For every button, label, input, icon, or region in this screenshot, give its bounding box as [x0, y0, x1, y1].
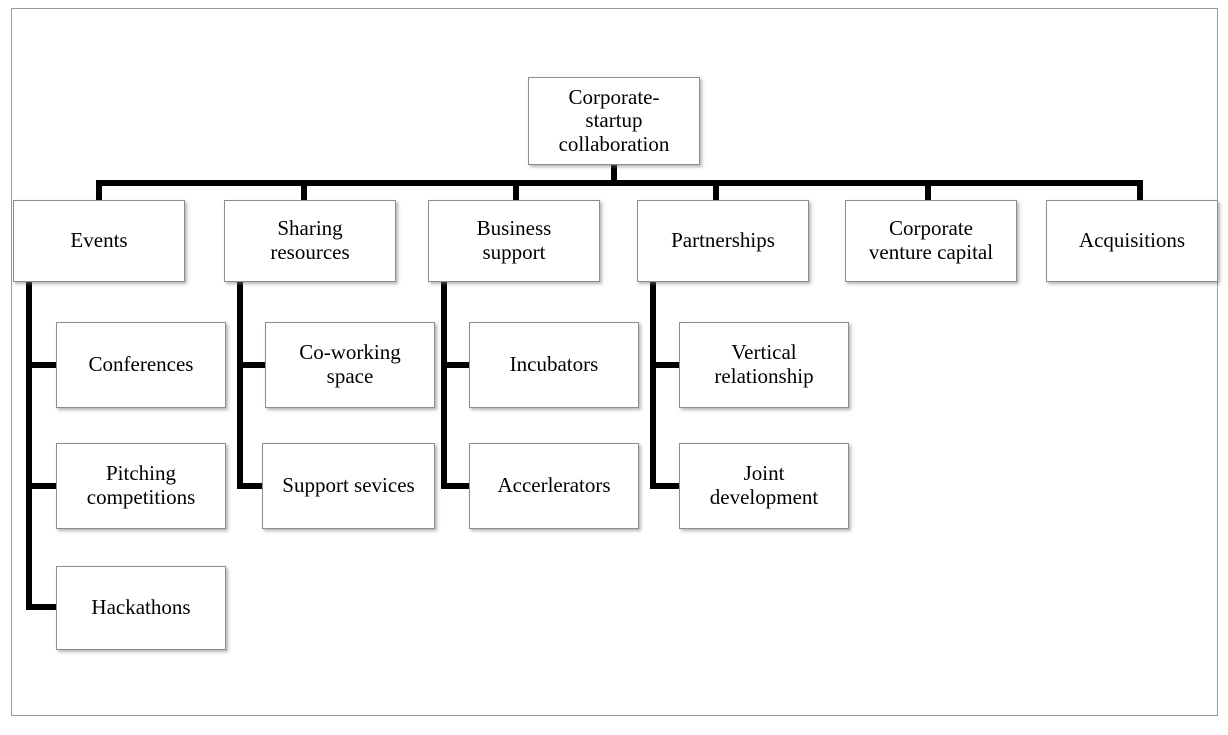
node-label: Vertical relationship — [714, 340, 814, 388]
node-conferences[interactable]: Conferences — [56, 322, 226, 408]
connector-drop-corporate-venture-capital — [925, 180, 931, 201]
node-business-support[interactable]: Business support — [428, 200, 600, 282]
node-label: Accerlerators — [497, 473, 611, 498]
node-label: Acquisitions — [1078, 228, 1186, 253]
node-label: Corporate- startup collaboration — [558, 84, 670, 156]
node-corporate-startup-collaboration[interactable]: Corporate- startup collaboration — [528, 77, 700, 165]
node-label: Pitching competitions — [86, 461, 196, 509]
node-hackathons[interactable]: Hackathons — [56, 566, 226, 650]
node-label: Joint development — [709, 461, 819, 509]
node-incubators[interactable]: Incubators — [469, 322, 639, 408]
node-label: Sharing resources — [270, 216, 350, 264]
connector-stub-pitching-competitions — [26, 483, 59, 489]
connector-drop-events — [96, 180, 102, 201]
connector-stub-incubators — [441, 362, 473, 368]
connector-spine-partnerships — [650, 282, 656, 489]
connector-stub-hackathons — [26, 604, 59, 610]
node-events[interactable]: Events — [13, 200, 185, 282]
connector-spine-business-support — [441, 282, 447, 489]
node-co-working-space[interactable]: Co-working space — [265, 322, 435, 408]
node-vertical-relationship[interactable]: Vertical relationship — [679, 322, 849, 408]
connector-drop-acquisitions — [1137, 180, 1143, 201]
node-label: Co-working space — [299, 340, 401, 388]
connector-stub-co-working-space — [237, 362, 269, 368]
connector-drop-sharing-resources — [301, 180, 307, 201]
node-corporate-venture-capital[interactable]: Corporate venture capital — [845, 200, 1017, 282]
node-label: Support sevices — [282, 473, 415, 498]
connector-stub-vertical-relationship — [650, 362, 682, 368]
connector-stub-joint-development — [650, 483, 682, 489]
connector-spine-sharing-resources — [237, 282, 243, 489]
node-label: Partnerships — [671, 228, 775, 253]
node-label: Incubators — [509, 352, 599, 377]
node-label: Conferences — [88, 352, 194, 377]
node-sharing-resources[interactable]: Sharing resources — [224, 200, 396, 282]
connector-level2-bus — [96, 180, 1143, 186]
connector-spine-events — [26, 282, 32, 610]
node-partnerships[interactable]: Partnerships — [637, 200, 809, 282]
connector-stub-support-sevices — [237, 483, 269, 489]
node-label: Events — [70, 228, 128, 253]
connector-stub-conferences — [26, 362, 59, 368]
node-label: Hackathons — [91, 595, 191, 620]
node-pitching-competitions[interactable]: Pitching competitions — [56, 443, 226, 529]
node-accerlerators[interactable]: Accerlerators — [469, 443, 639, 529]
connector-root-stem — [611, 165, 617, 183]
node-support-sevices[interactable]: Support sevices — [262, 443, 435, 529]
node-label: Business support — [476, 216, 552, 264]
connector-drop-partnerships — [713, 180, 719, 201]
connector-drop-business-support — [513, 180, 519, 201]
node-acquisitions[interactable]: Acquisitions — [1046, 200, 1218, 282]
node-label: Corporate venture capital — [868, 216, 994, 264]
node-joint-development[interactable]: Joint development — [679, 443, 849, 529]
connector-stub-accerlerators — [441, 483, 473, 489]
